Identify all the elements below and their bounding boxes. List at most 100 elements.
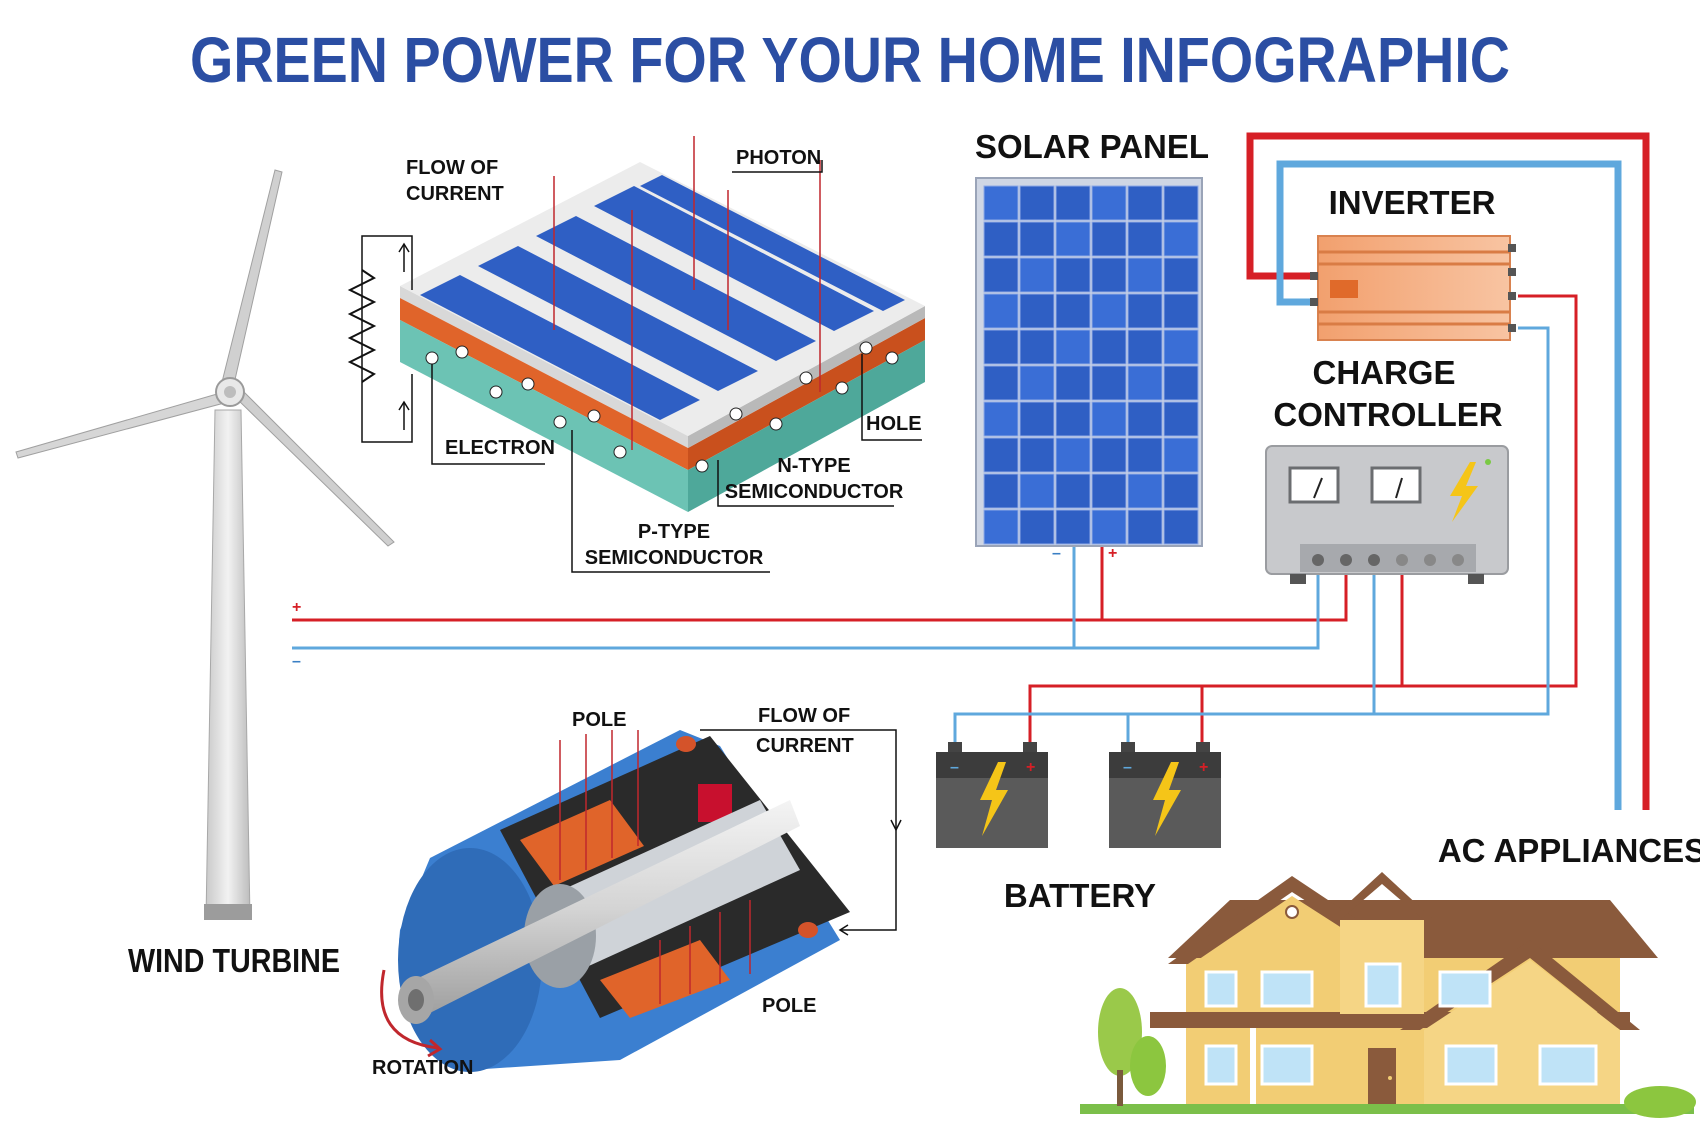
solar-cell-tile [1091, 401, 1127, 437]
battery2-lightning-icon [1153, 762, 1181, 836]
inverter-dc-positive-wire [1402, 294, 1578, 688]
solar-cell-tile [1127, 221, 1163, 257]
solar-cell-tile [1163, 437, 1199, 473]
ac-negative-wire [1276, 160, 1622, 810]
ac-appliances-label: AC APPLIANCES [1438, 832, 1700, 869]
solar-cell-tile [1091, 437, 1127, 473]
inverter-fins [1318, 250, 1510, 326]
cell-strip-1 [420, 275, 700, 420]
house [1080, 872, 1696, 1118]
battery1-lightning-icon [980, 762, 1008, 836]
solar-cell-tile [1055, 257, 1091, 293]
rotation-arrow-head [427, 1038, 443, 1058]
turbine-base [204, 904, 252, 920]
solar-cell-tile [1055, 221, 1091, 257]
solar-cell-tile [983, 221, 1019, 257]
generator: POLE FLOW OF CURRENT POLE ROTATION [372, 705, 902, 1079]
controller-terminals [1312, 554, 1464, 566]
controller-foot-left [1290, 574, 1306, 584]
inverter-display [1330, 280, 1358, 298]
solar-panel: SOLAR PANEL – + [975, 128, 1209, 562]
pole-top-label: POLE [572, 709, 626, 731]
inverter-label: INVERTER [1329, 184, 1496, 221]
inverter-terminals [1310, 244, 1516, 332]
solar-cell-tile [1019, 293, 1055, 329]
cell-resistor [347, 269, 377, 383]
magnetic-field-lines [559, 730, 751, 1004]
tree-trunk [1117, 1070, 1123, 1106]
hole-label: HOLE [866, 413, 922, 435]
solar-cell-tile [1127, 437, 1163, 473]
solar-cell-tile [1055, 509, 1091, 545]
shaft-hole [408, 989, 424, 1011]
solar-cell-tile [1019, 473, 1055, 509]
turbine-hub-center [224, 386, 236, 398]
lightning-icon [1450, 462, 1478, 522]
bus-plus-sign: + [292, 599, 301, 616]
solar-cell-tile [1091, 221, 1127, 257]
battery-negative-wire [953, 575, 1376, 750]
wind-turbine: WIND TURBINE [15, 169, 395, 979]
solar-cell-tile [1127, 293, 1163, 329]
charge-carriers [425, 341, 899, 473]
electron-leader [431, 364, 545, 465]
cell-strip-4 [594, 186, 874, 331]
n-type-layer-front [688, 318, 925, 470]
cell-flow-label-2: CURRENT [406, 183, 504, 205]
front-door [1368, 1048, 1396, 1104]
battery-2: – + [1109, 742, 1221, 848]
stator-winding-top [520, 800, 644, 886]
solar-panel-label: SOLAR PANEL [975, 128, 1209, 165]
battery2-minus-sign: – [1123, 759, 1132, 776]
top-terminal [676, 736, 696, 752]
hole-leader [861, 354, 922, 441]
inverter: INVERTER [1310, 184, 1516, 341]
charge-controller: CHARGE CONTROLLER [1265, 354, 1509, 584]
charge-controller-label-2: CONTROLLER [1273, 396, 1502, 433]
battery1-top [936, 752, 1048, 778]
turbine-blade-right [235, 389, 395, 547]
solar-cell-tile [1127, 401, 1163, 437]
p-type-layer [400, 320, 688, 512]
solar-cell-tile [1091, 293, 1127, 329]
solar-cell-tile [1019, 185, 1055, 221]
n-type-label-2: SEMICONDUCTOR [725, 481, 904, 503]
solar-cell-tile [1163, 293, 1199, 329]
cell-strip-3 [536, 216, 816, 361]
right-gable-roof [1400, 940, 1640, 1030]
battery1-pos-terminal [1023, 742, 1037, 752]
cell-top-layer-side [400, 286, 688, 448]
solar-cell-tile [1091, 257, 1127, 293]
solar-cell-tile [1127, 329, 1163, 365]
solar-cell-tile [1091, 365, 1127, 401]
stator-winding-bottom [600, 940, 730, 1018]
bush-right [1624, 1086, 1696, 1118]
battery2-neg-terminal [1121, 742, 1135, 752]
cell-flow-label-1: FLOW OF [406, 157, 498, 179]
solar-cell-tile [1163, 185, 1199, 221]
solar-cell-tile [983, 293, 1019, 329]
battery1-minus-sign: – [950, 759, 959, 776]
solar-cell-tile [1019, 257, 1055, 293]
generator-flow-label-1: FLOW OF [758, 705, 850, 727]
generator-flow-label-2: CURRENT [756, 735, 854, 757]
ground [1080, 1104, 1694, 1114]
battery1-plus-sign: + [1026, 759, 1035, 776]
solar-panel-cells [983, 185, 1199, 545]
negative-bus-wire [292, 575, 1320, 650]
p-type-leader [571, 430, 770, 573]
rotation-arrow [380, 969, 439, 1050]
current-arrow-head-1 [398, 242, 410, 253]
solar-cell-tile [1055, 401, 1091, 437]
solar-cell-tile [1019, 365, 1055, 401]
cell-strip-2 [478, 246, 758, 391]
solar-cell-tile [1019, 437, 1055, 473]
solar-cell-tile [1055, 185, 1091, 221]
controller-foot-right [1468, 574, 1484, 584]
p-type-layer-front [688, 340, 925, 512]
solar-cell-tile [1163, 257, 1199, 293]
generator-current-arrow-left [838, 924, 849, 936]
solar-cell-tile [1055, 473, 1091, 509]
controller-led [1485, 459, 1491, 465]
solar-cell-tile [983, 401, 1019, 437]
